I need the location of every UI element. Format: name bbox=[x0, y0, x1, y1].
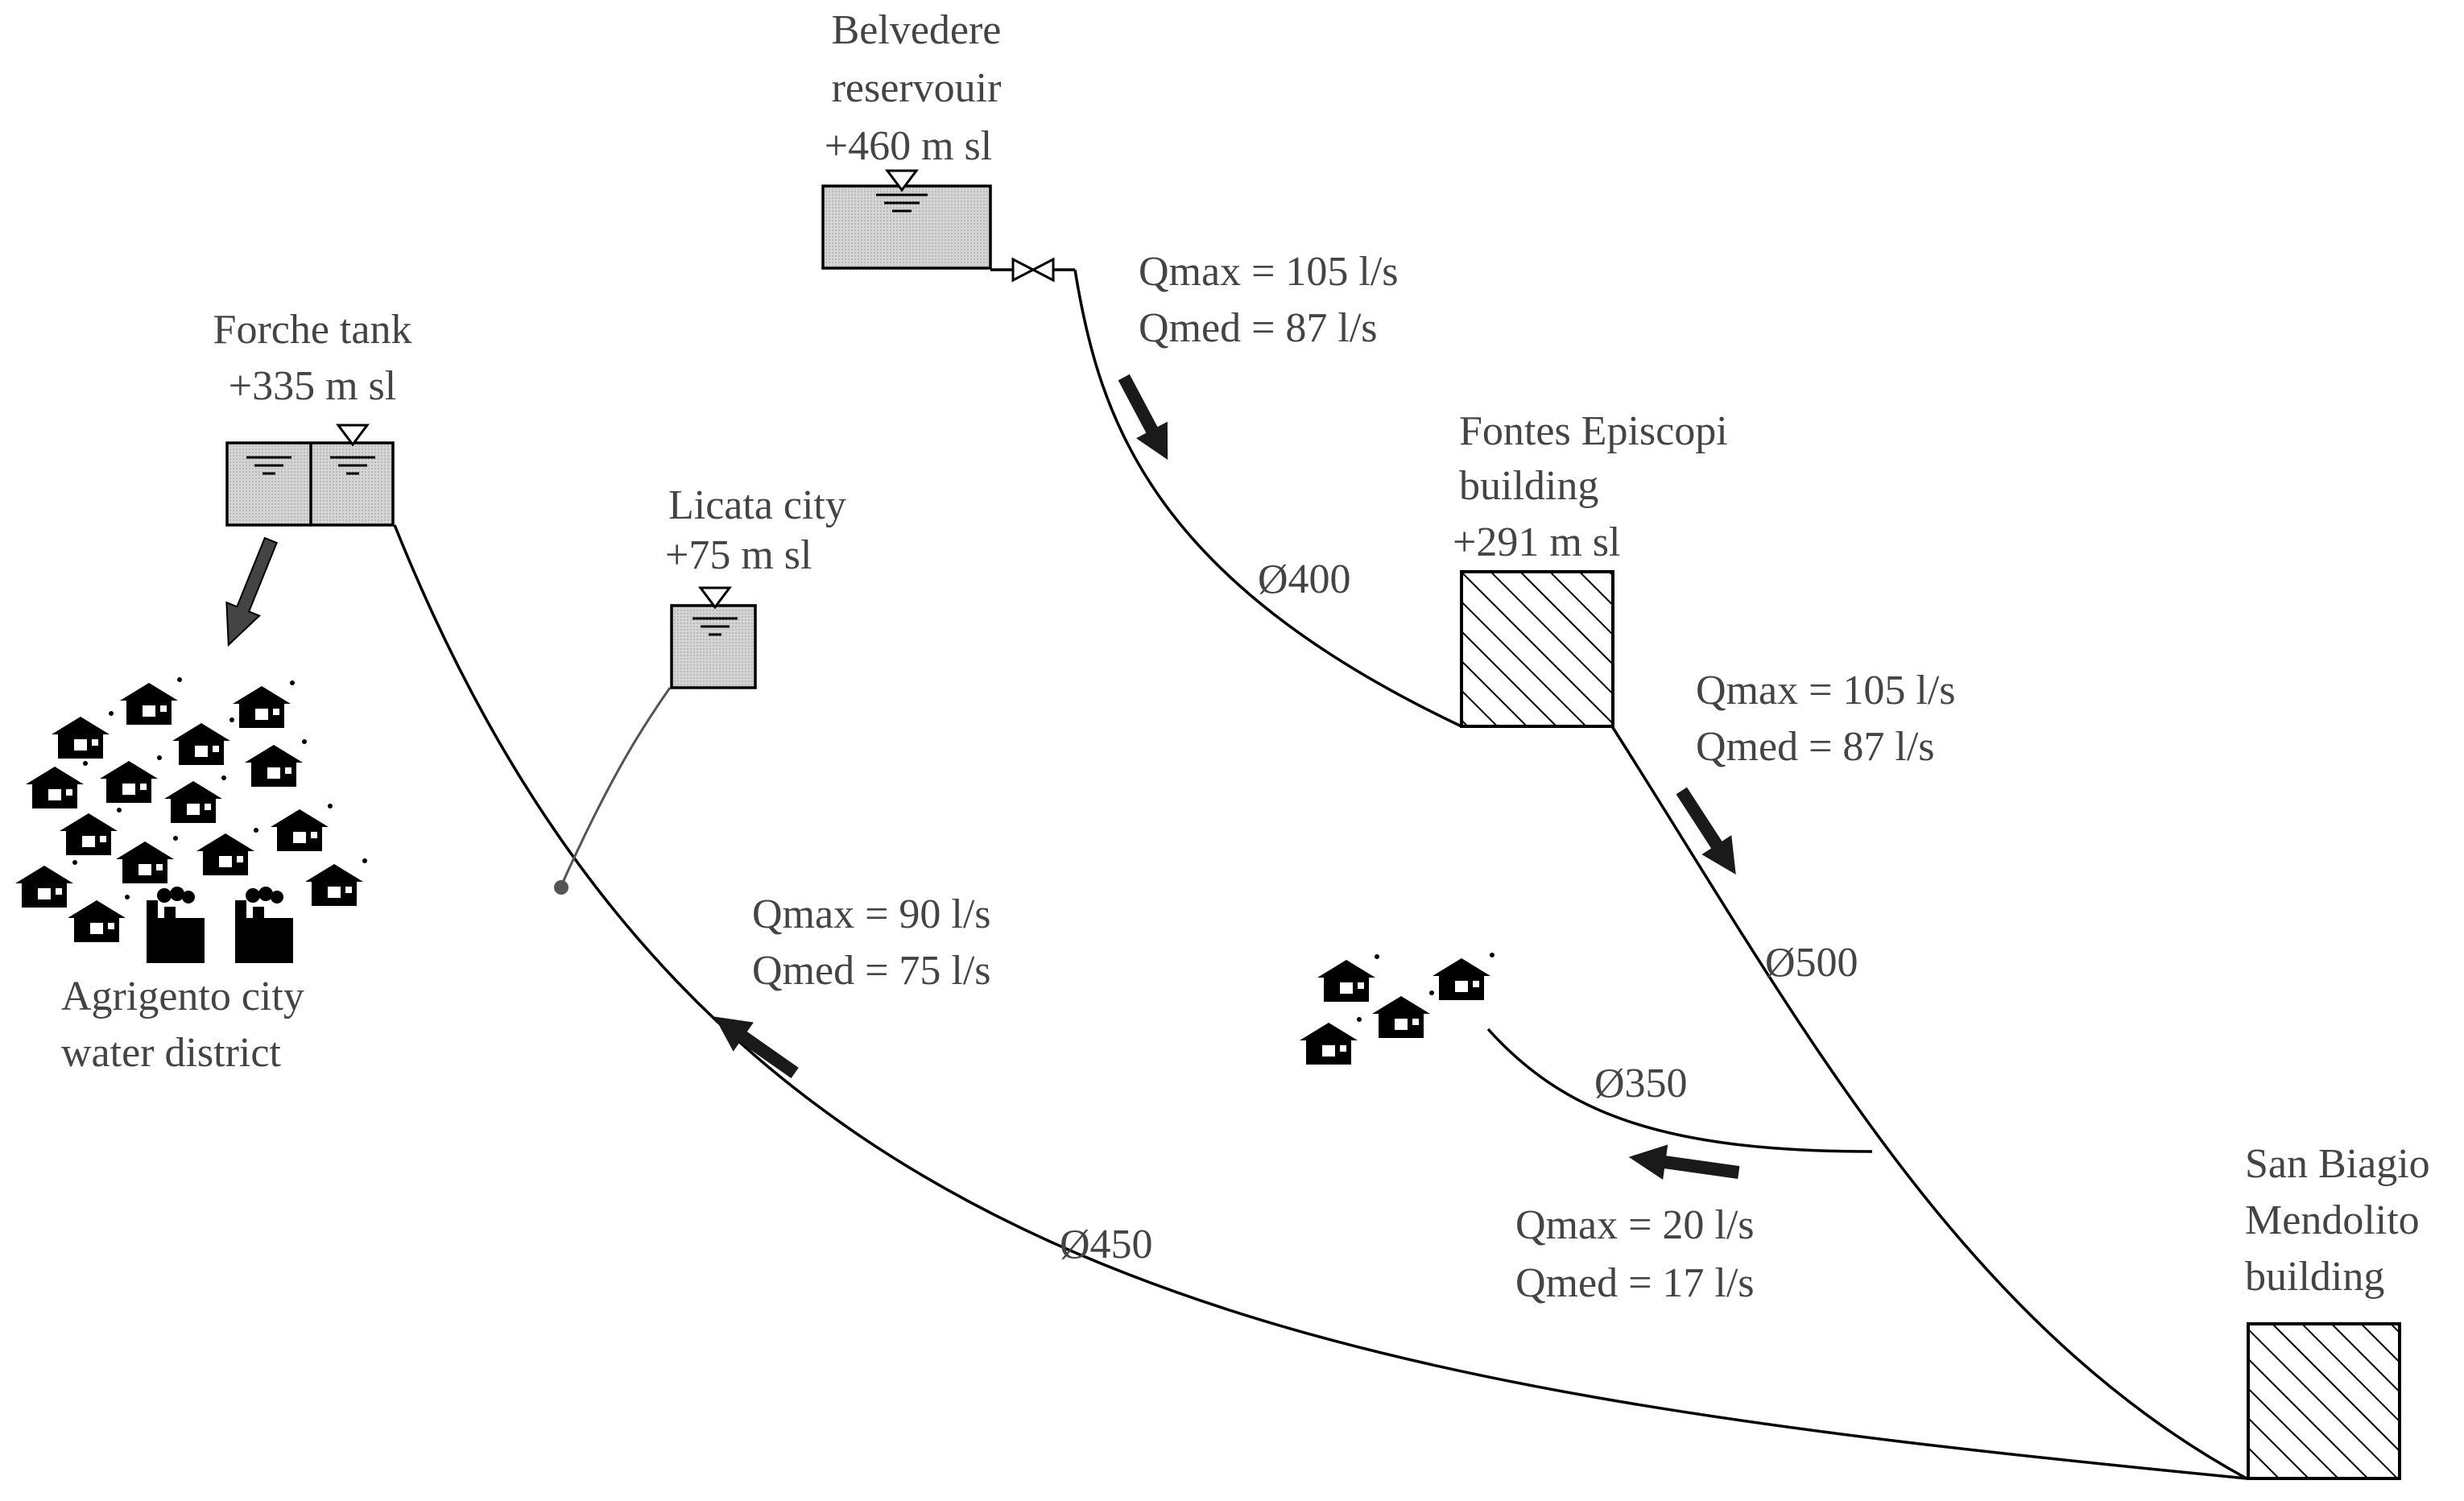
forche-label-2: +335 m sl bbox=[229, 363, 396, 409]
licata-label-1: Licata city bbox=[668, 482, 846, 528]
belvedere-label-1: Belvedere bbox=[832, 7, 1002, 53]
flow-arrow-icon bbox=[1676, 787, 1736, 875]
water-level-icon bbox=[698, 586, 732, 610]
house-icon bbox=[68, 895, 130, 942]
house-icon bbox=[26, 761, 88, 808]
tank-icon bbox=[821, 184, 992, 270]
village-settlement bbox=[1300, 953, 1495, 1065]
flow-qmax-belvedere: Qmax = 105 l/s bbox=[1139, 249, 1399, 295]
house-icon bbox=[120, 677, 182, 725]
fontes-label-2: building bbox=[1459, 463, 1598, 509]
flow-arrow-icon bbox=[225, 536, 278, 647]
flow-qmed-belvedere: Qmed = 87 l/s bbox=[1139, 305, 1378, 351]
san-biagio-label-2: Mendolito bbox=[2245, 1197, 2420, 1243]
pipe-belvedere-fontes bbox=[1073, 269, 1462, 728]
house-icon bbox=[52, 711, 114, 759]
flow-qmax-village: Qmax = 20 l/s bbox=[1515, 1202, 1755, 1248]
water-level-icon bbox=[336, 424, 370, 447]
house-icon bbox=[172, 717, 234, 765]
flow-qmax-forche: Qmax = 90 l/s bbox=[752, 891, 991, 937]
licata-label-2: +75 m sl bbox=[665, 532, 812, 578]
pipe-diameter-label: Ø450 bbox=[1060, 1222, 1153, 1267]
belvedere-label-3: +460 m sl bbox=[825, 123, 992, 169]
house-icon bbox=[245, 739, 307, 787]
house-icon bbox=[271, 804, 333, 851]
san-biagio-label-1: San Biagio bbox=[2245, 1141, 2430, 1187]
flow-arrow-icon bbox=[1118, 374, 1168, 460]
hatched-building-icon bbox=[1460, 570, 1614, 728]
fontes-label-3: +291 m sl bbox=[1453, 519, 1620, 565]
water-level-icon bbox=[885, 169, 919, 192]
house-icon bbox=[60, 808, 122, 855]
house-icon bbox=[15, 860, 77, 908]
licata-tank bbox=[670, 586, 757, 689]
pipe-fontes-sanbiagio bbox=[1610, 726, 2247, 1480]
pipe-diameter-label: Ø400 bbox=[1258, 556, 1351, 602]
belvedere-label-2: reservouir bbox=[832, 65, 1002, 111]
house-icon bbox=[1433, 953, 1495, 1000]
flow-arrow-icon bbox=[714, 1016, 799, 1078]
flow-qmed-village: Qmed = 17 l/s bbox=[1515, 1260, 1755, 1306]
pipe-diameter-label: Ø350 bbox=[1594, 1061, 1688, 1106]
pipe-sanbiagio-forche bbox=[393, 524, 2247, 1480]
pipe-licata bbox=[560, 687, 672, 887]
house-icon bbox=[1317, 954, 1379, 1002]
forche-label-1: Forche tank bbox=[213, 307, 412, 353]
house-icon bbox=[164, 775, 226, 823]
house-icon bbox=[305, 858, 367, 906]
agrigento-settlement bbox=[15, 677, 367, 963]
flow-qmed-forche: Qmed = 75 l/s bbox=[752, 948, 991, 994]
san-biagio-label-3: building bbox=[2245, 1254, 2384, 1300]
flow-qmax-fontes: Qmax = 105 l/s bbox=[1696, 668, 1956, 713]
factory-icon bbox=[235, 887, 293, 963]
house-icon bbox=[100, 755, 162, 803]
agrigento-label-2: water district bbox=[61, 1030, 281, 1076]
house-icon bbox=[116, 836, 178, 883]
forche-tank bbox=[225, 424, 395, 527]
factory-icon bbox=[147, 887, 205, 963]
agrigento-label-1: Agrigento city bbox=[61, 974, 304, 1019]
pipe-junction bbox=[554, 880, 568, 895]
hatched-building-icon bbox=[2247, 1322, 2401, 1480]
belvedere-reservoir bbox=[821, 169, 992, 270]
valve-icon bbox=[1011, 257, 1055, 283]
house-icon bbox=[196, 828, 258, 875]
flow-qmed-fontes: Qmed = 87 l/s bbox=[1696, 724, 1935, 770]
flow-arrow-icon bbox=[1628, 1144, 1740, 1181]
house-icon bbox=[233, 680, 295, 728]
pipe-diameter-label: Ø500 bbox=[1765, 940, 1858, 986]
pipe-branch-village bbox=[1486, 1028, 1873, 1153]
house-icon bbox=[1372, 990, 1434, 1038]
fontes-label-1: Fontes Episcopi bbox=[1459, 408, 1728, 454]
house-icon bbox=[1300, 1017, 1362, 1065]
